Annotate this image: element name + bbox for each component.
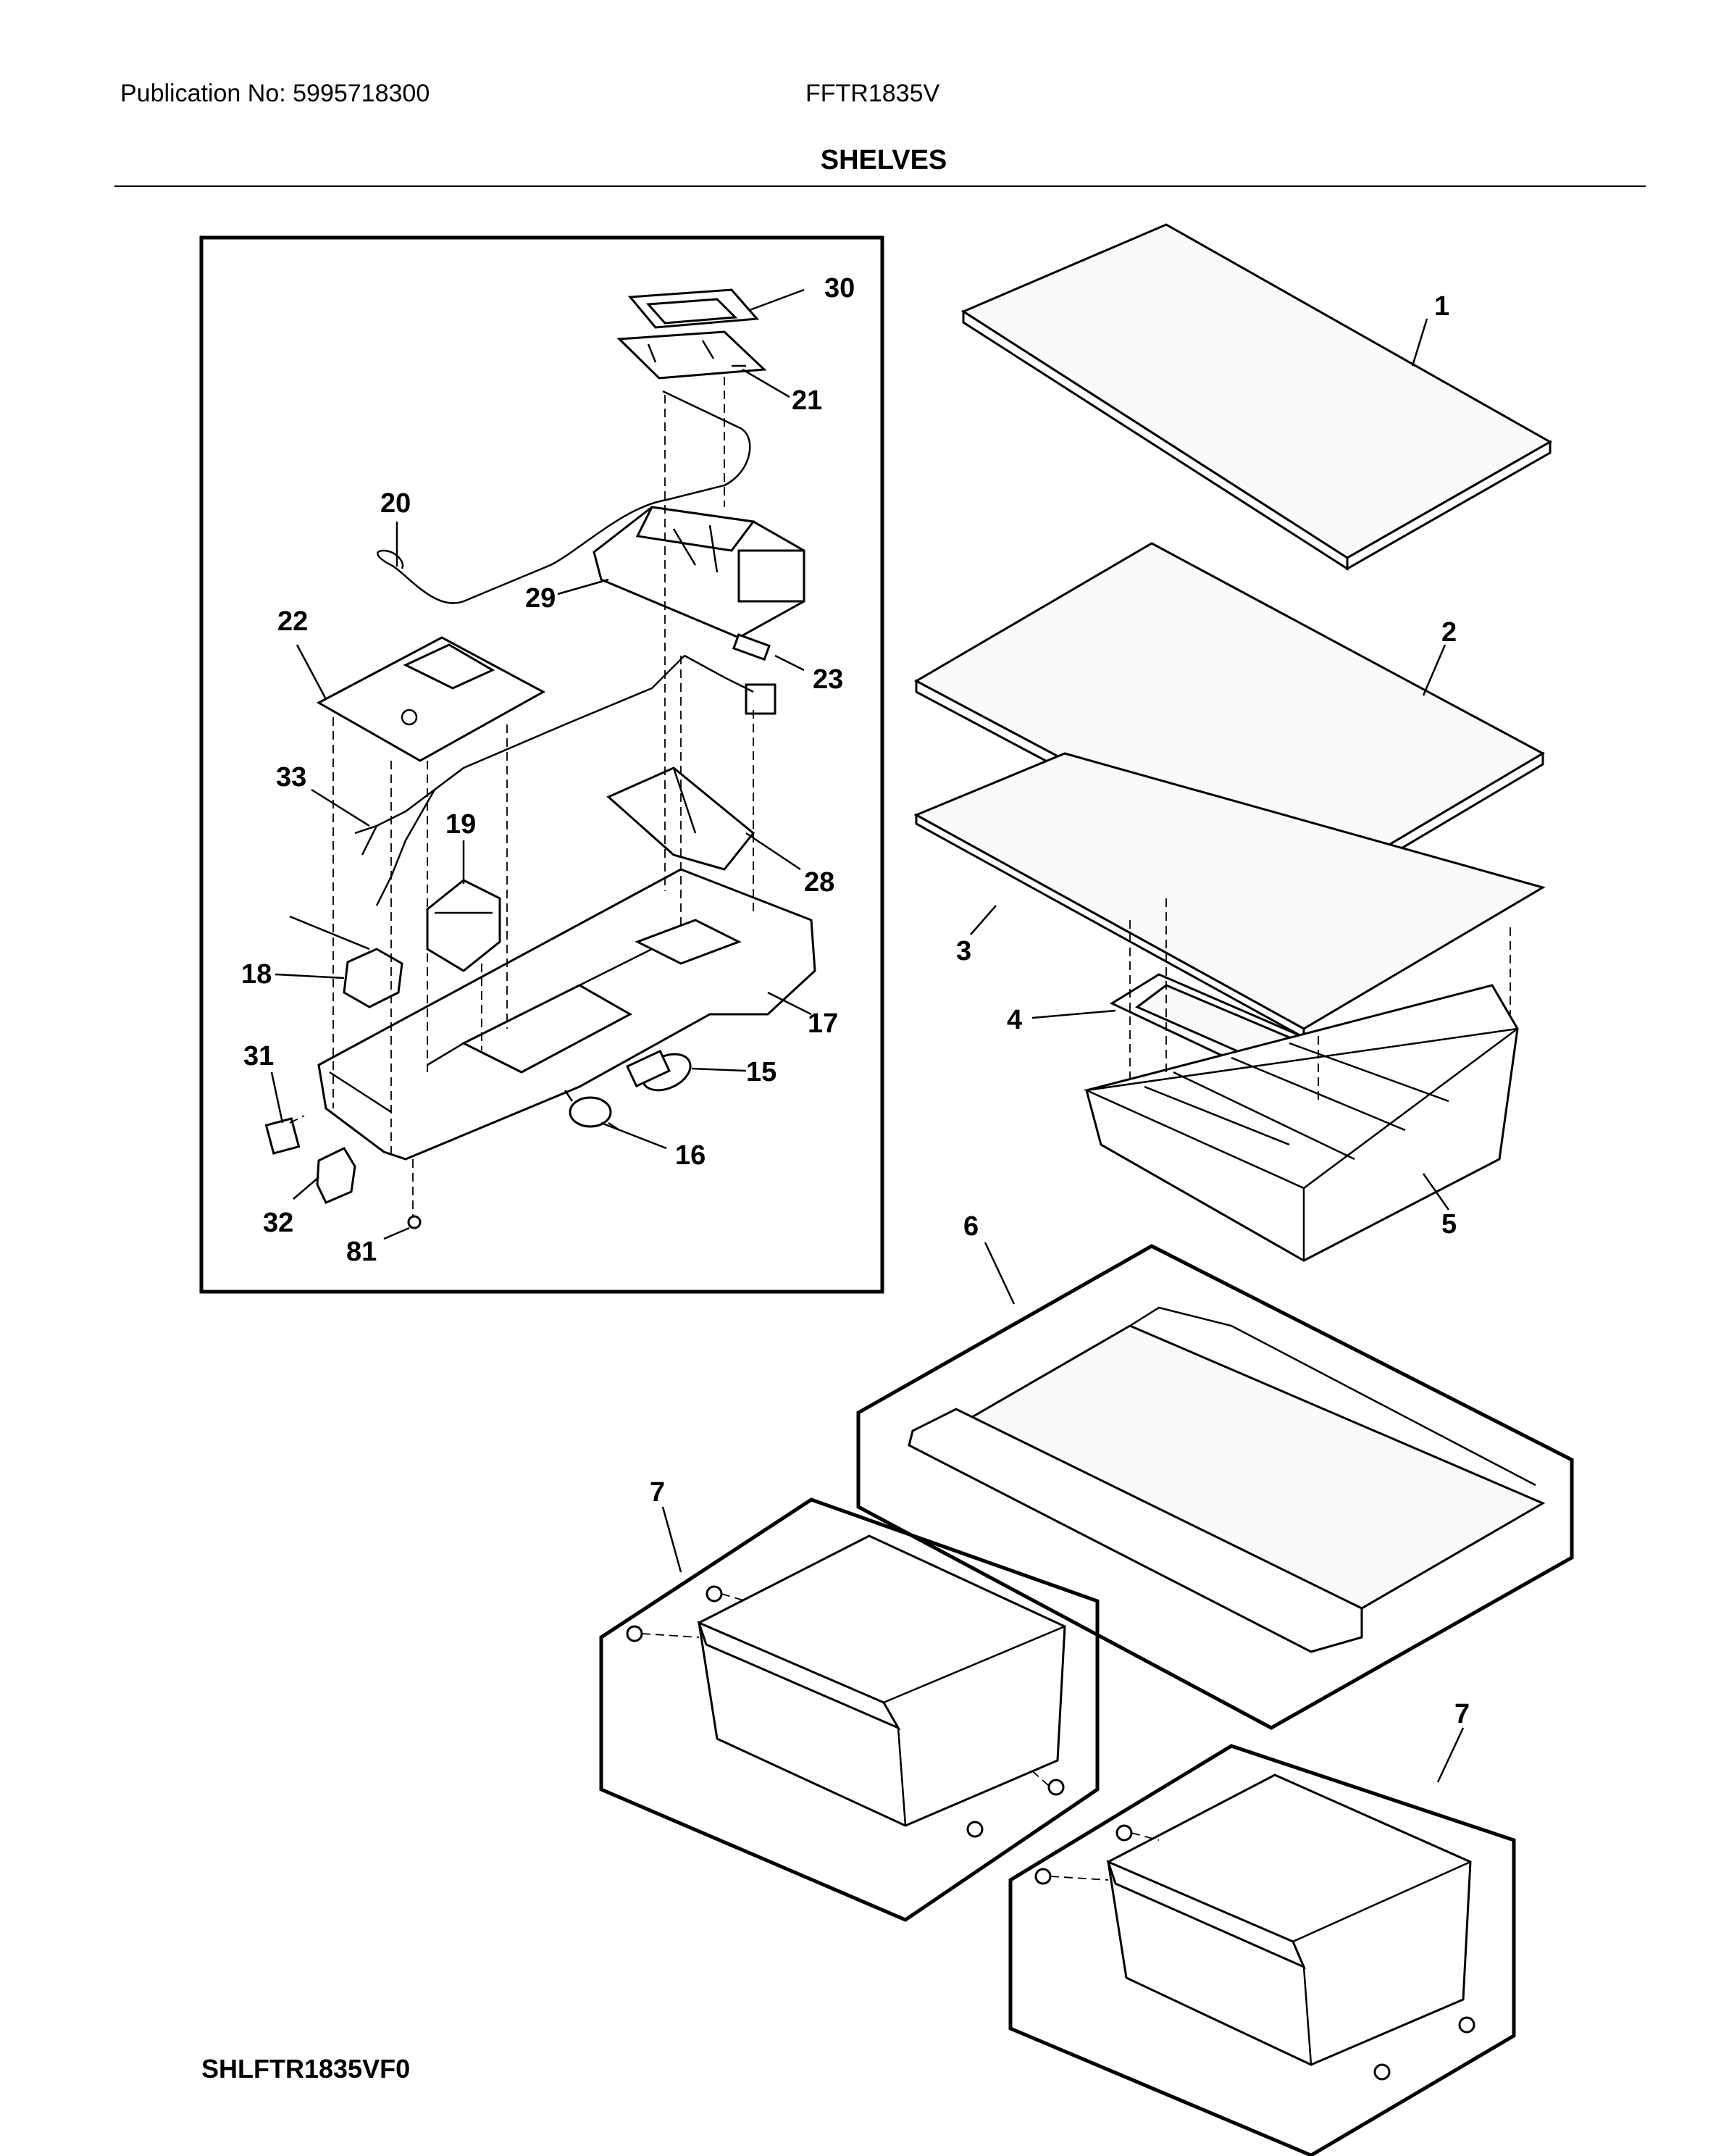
part-31-switch: [264, 1117, 301, 1155]
callout-33: 33: [276, 762, 306, 793]
part-7b-bin: [1034, 1773, 1475, 2081]
callout-6: 6: [963, 1211, 979, 1242]
part-23-connector: [732, 633, 776, 715]
callout-23: 23: [813, 664, 843, 695]
part-6-box: [856, 1244, 1574, 1730]
part-21-bracket: [616, 330, 767, 380]
callout-7b: 7: [1454, 1699, 1470, 1729]
callout-30: 30: [824, 273, 855, 304]
part-15-cylinder: [626, 1049, 692, 1092]
publication-number: Publication No: 5995718300: [120, 80, 430, 107]
model-number: FFTR1835V: [805, 80, 940, 107]
callout-21: 21: [792, 385, 822, 416]
callout-32: 32: [263, 1208, 293, 1238]
part-30-frame: [627, 288, 760, 329]
callout-4: 4: [1007, 1005, 1022, 1035]
callout-7a: 7: [650, 1477, 665, 1508]
part-1-shelf: [960, 223, 1553, 571]
callout-29: 29: [525, 583, 556, 614]
leader-lines-shelves: [661, 318, 1465, 1783]
part-29-housing: [593, 506, 805, 639]
callout-18: 18: [241, 959, 272, 990]
callout-5: 5: [1441, 1209, 1457, 1240]
part-81-screw: [407, 1215, 422, 1229]
section-title: SHELVES: [820, 145, 947, 175]
callout-81: 81: [346, 1237, 377, 1267]
part-5-drawer: [1083, 984, 1519, 1262]
part-6-shelf: [908, 1306, 1546, 1653]
callout-labels: 1 2 3 4 5 6 7 7 15 16 17 18 19 20 21 22 …: [241, 273, 1470, 1729]
part-16-valve: [564, 1090, 620, 1132]
callout-31: 31: [243, 1041, 274, 1071]
leader-lines-inset: [270, 288, 812, 1240]
callout-16: 16: [675, 1140, 706, 1171]
callout-22: 22: [277, 606, 308, 637]
part-28-chute: [606, 766, 755, 871]
inset-frame: [199, 235, 884, 1294]
callout-19: 19: [445, 809, 476, 840]
part-17-dispenser-base: [317, 868, 816, 1161]
callout-2: 2: [1441, 617, 1457, 648]
assembly-lines-shelves: [1129, 898, 1511, 1101]
part-22-cover: [316, 636, 546, 762]
callout-17: 17: [808, 1008, 838, 1039]
callout-15: 15: [746, 1057, 776, 1087]
part-7a-box: [599, 1497, 1100, 1922]
callout-3: 3: [956, 936, 971, 966]
part-7b-box: [1008, 1744, 1516, 2156]
part-19-motor: [426, 879, 501, 972]
callout-20: 20: [380, 488, 411, 519]
header-rule: [114, 185, 1646, 187]
assembly-lines-inset: [289, 377, 754, 1217]
part-18-switch: [289, 915, 403, 1008]
callout-1: 1: [1434, 291, 1449, 322]
part-32-rocker: [316, 1147, 356, 1204]
part-20-heater-wire: [377, 390, 751, 604]
diagram-code: SHLFTR1835VF0: [201, 2054, 411, 2084]
part-7a-bin: [626, 1534, 1066, 1838]
part-33-wire-harness: [354, 654, 754, 906]
callout-28: 28: [804, 867, 834, 898]
